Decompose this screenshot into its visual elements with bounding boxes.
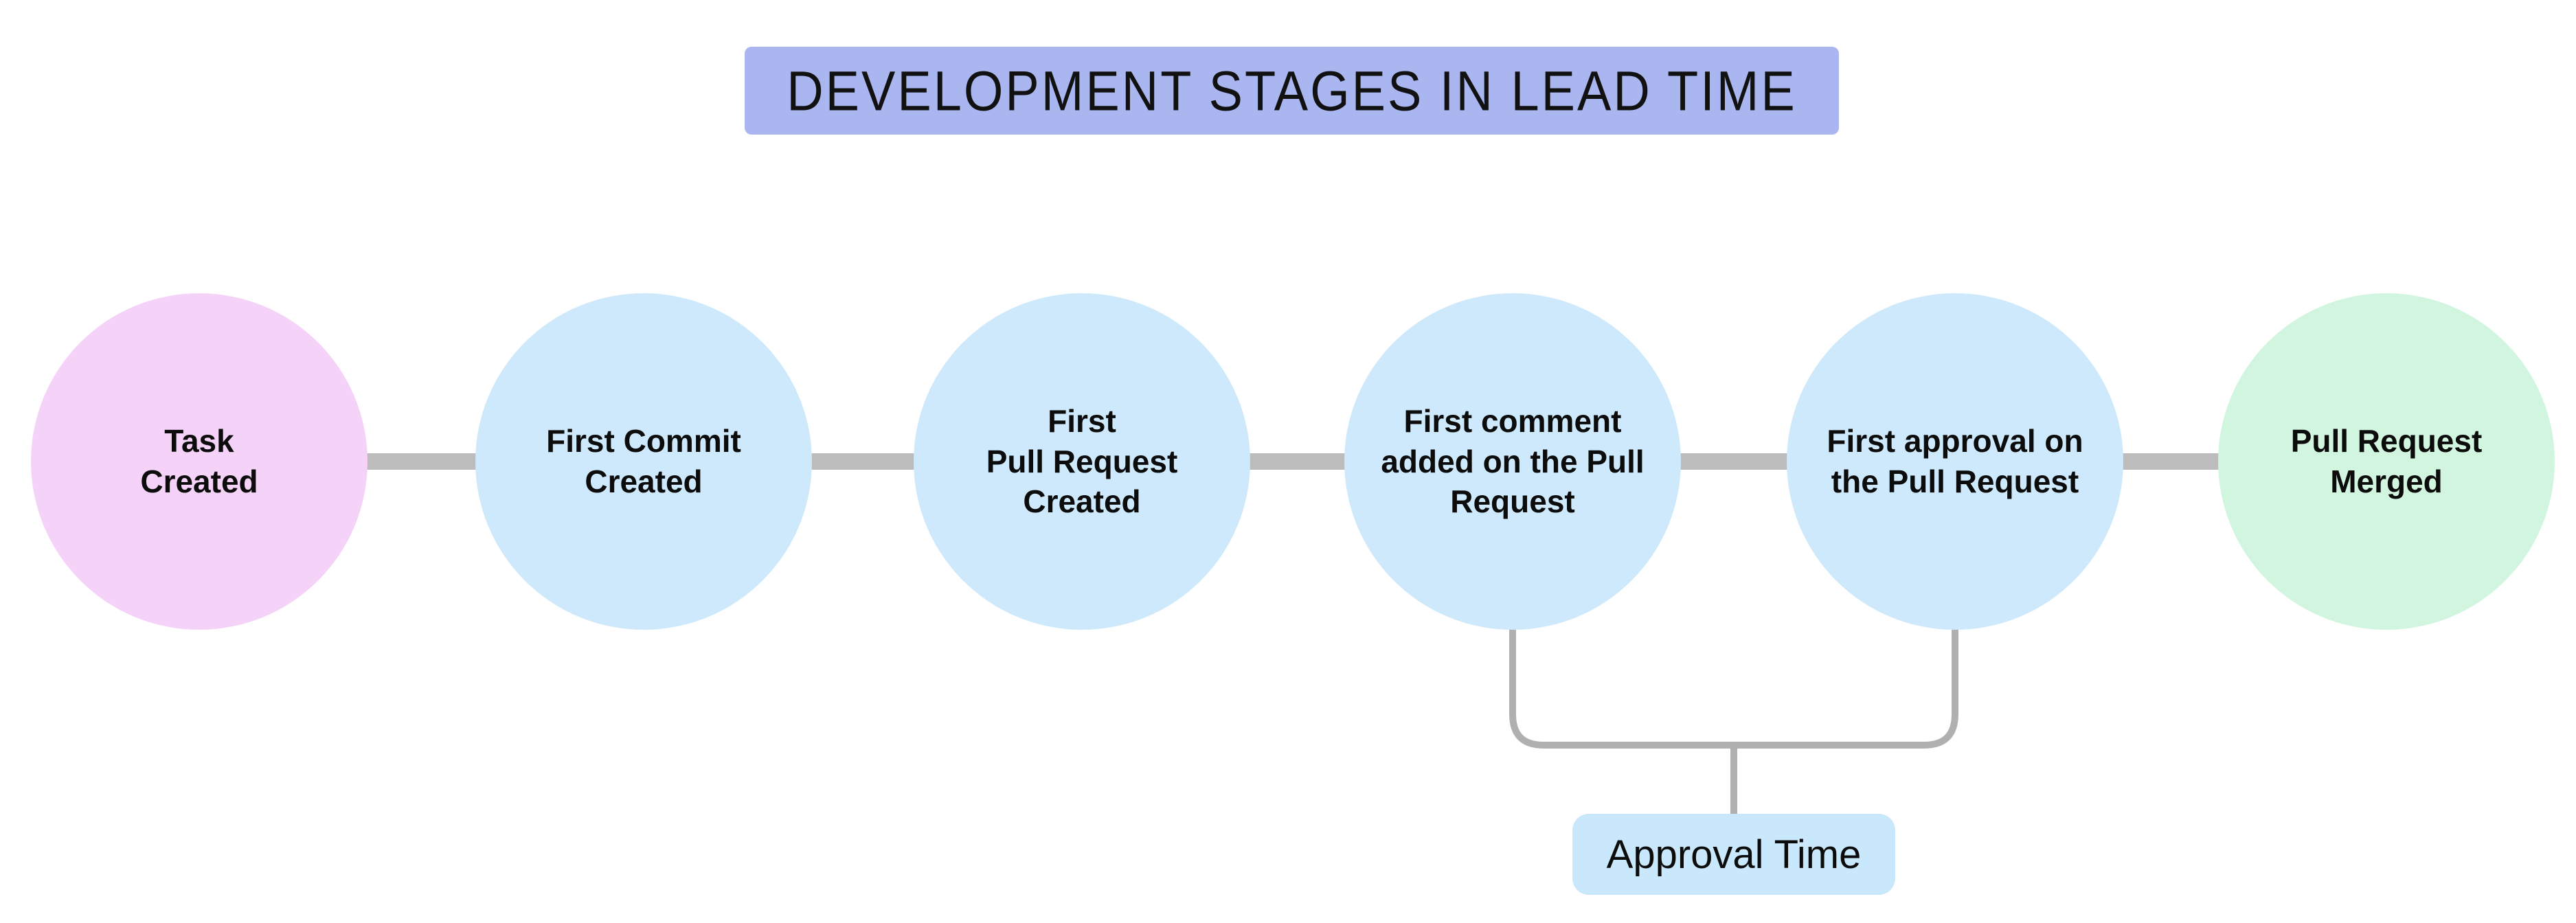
stage-task-created: Task Created <box>31 293 368 630</box>
approval-time-text: Approval Time <box>1606 832 1862 877</box>
stage-label: Pull Request Merged <box>2290 423 2483 499</box>
stage-label: First comment added on the Pull Request <box>1381 402 1645 520</box>
stage-label: Task Created <box>140 423 258 499</box>
stage-pull-request-merged: Pull Request Merged <box>2218 293 2555 630</box>
stage-label: First approval on the Pull Request <box>1827 423 2083 499</box>
page-title: DEVELOPMENT STAGES IN LEAD TIME <box>787 59 1797 122</box>
approval-bracket-path <box>1509 628 1958 749</box>
stage-first-pull-request-created: First Pull Request Created <box>914 293 1250 630</box>
stage-label: First Pull Request Created <box>986 402 1178 520</box>
stage-first-comment-added: First comment added on the Pull Request <box>1344 293 1681 630</box>
stage-label: First Commit Created <box>546 423 741 499</box>
title-banner: DEVELOPMENT STAGES IN LEAD TIME <box>745 47 1839 135</box>
stage-first-approval: First approval on the Pull Request <box>1787 293 2123 630</box>
stage-first-commit-created: First Commit Created <box>475 293 812 630</box>
approval-time-label: Approval Time <box>1572 814 1895 895</box>
